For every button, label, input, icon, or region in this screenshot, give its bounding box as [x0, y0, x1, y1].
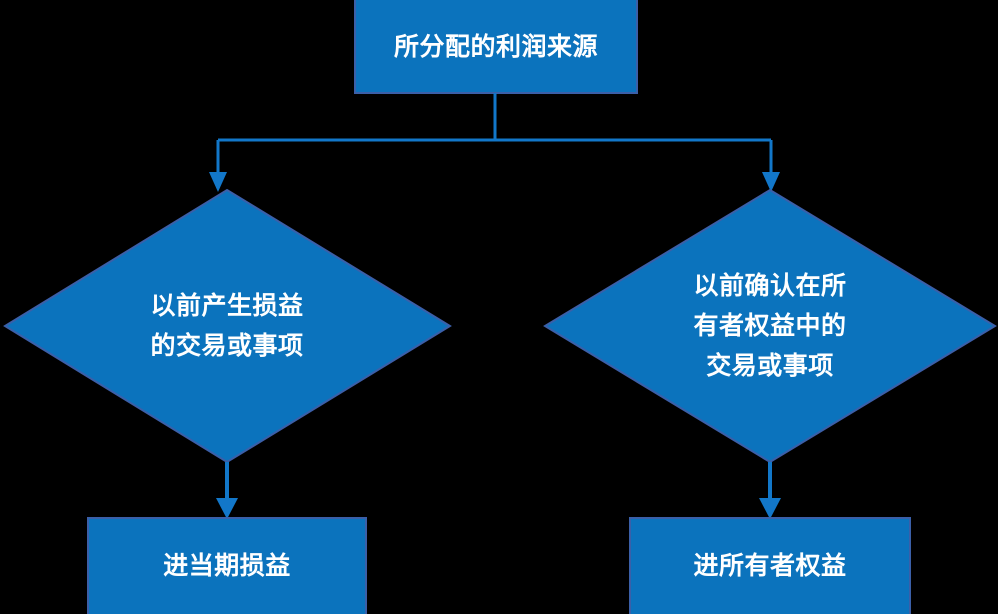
- arrowhead-root-to-right: [762, 172, 780, 192]
- node-end-right-shape[interactable]: [629, 517, 911, 614]
- arrowhead-left-to-end: [216, 498, 238, 519]
- arrowhead-right-to-end: [759, 498, 781, 519]
- node-root-shape[interactable]: [354, 0, 638, 94]
- node-end-left-shape[interactable]: [87, 517, 367, 614]
- connector-root-split: [216, 93, 773, 178]
- arrowhead-root-to-left: [209, 172, 227, 192]
- node-branch-left-shape[interactable]: [3, 188, 452, 464]
- node-branch-right-shape[interactable]: [543, 188, 997, 464]
